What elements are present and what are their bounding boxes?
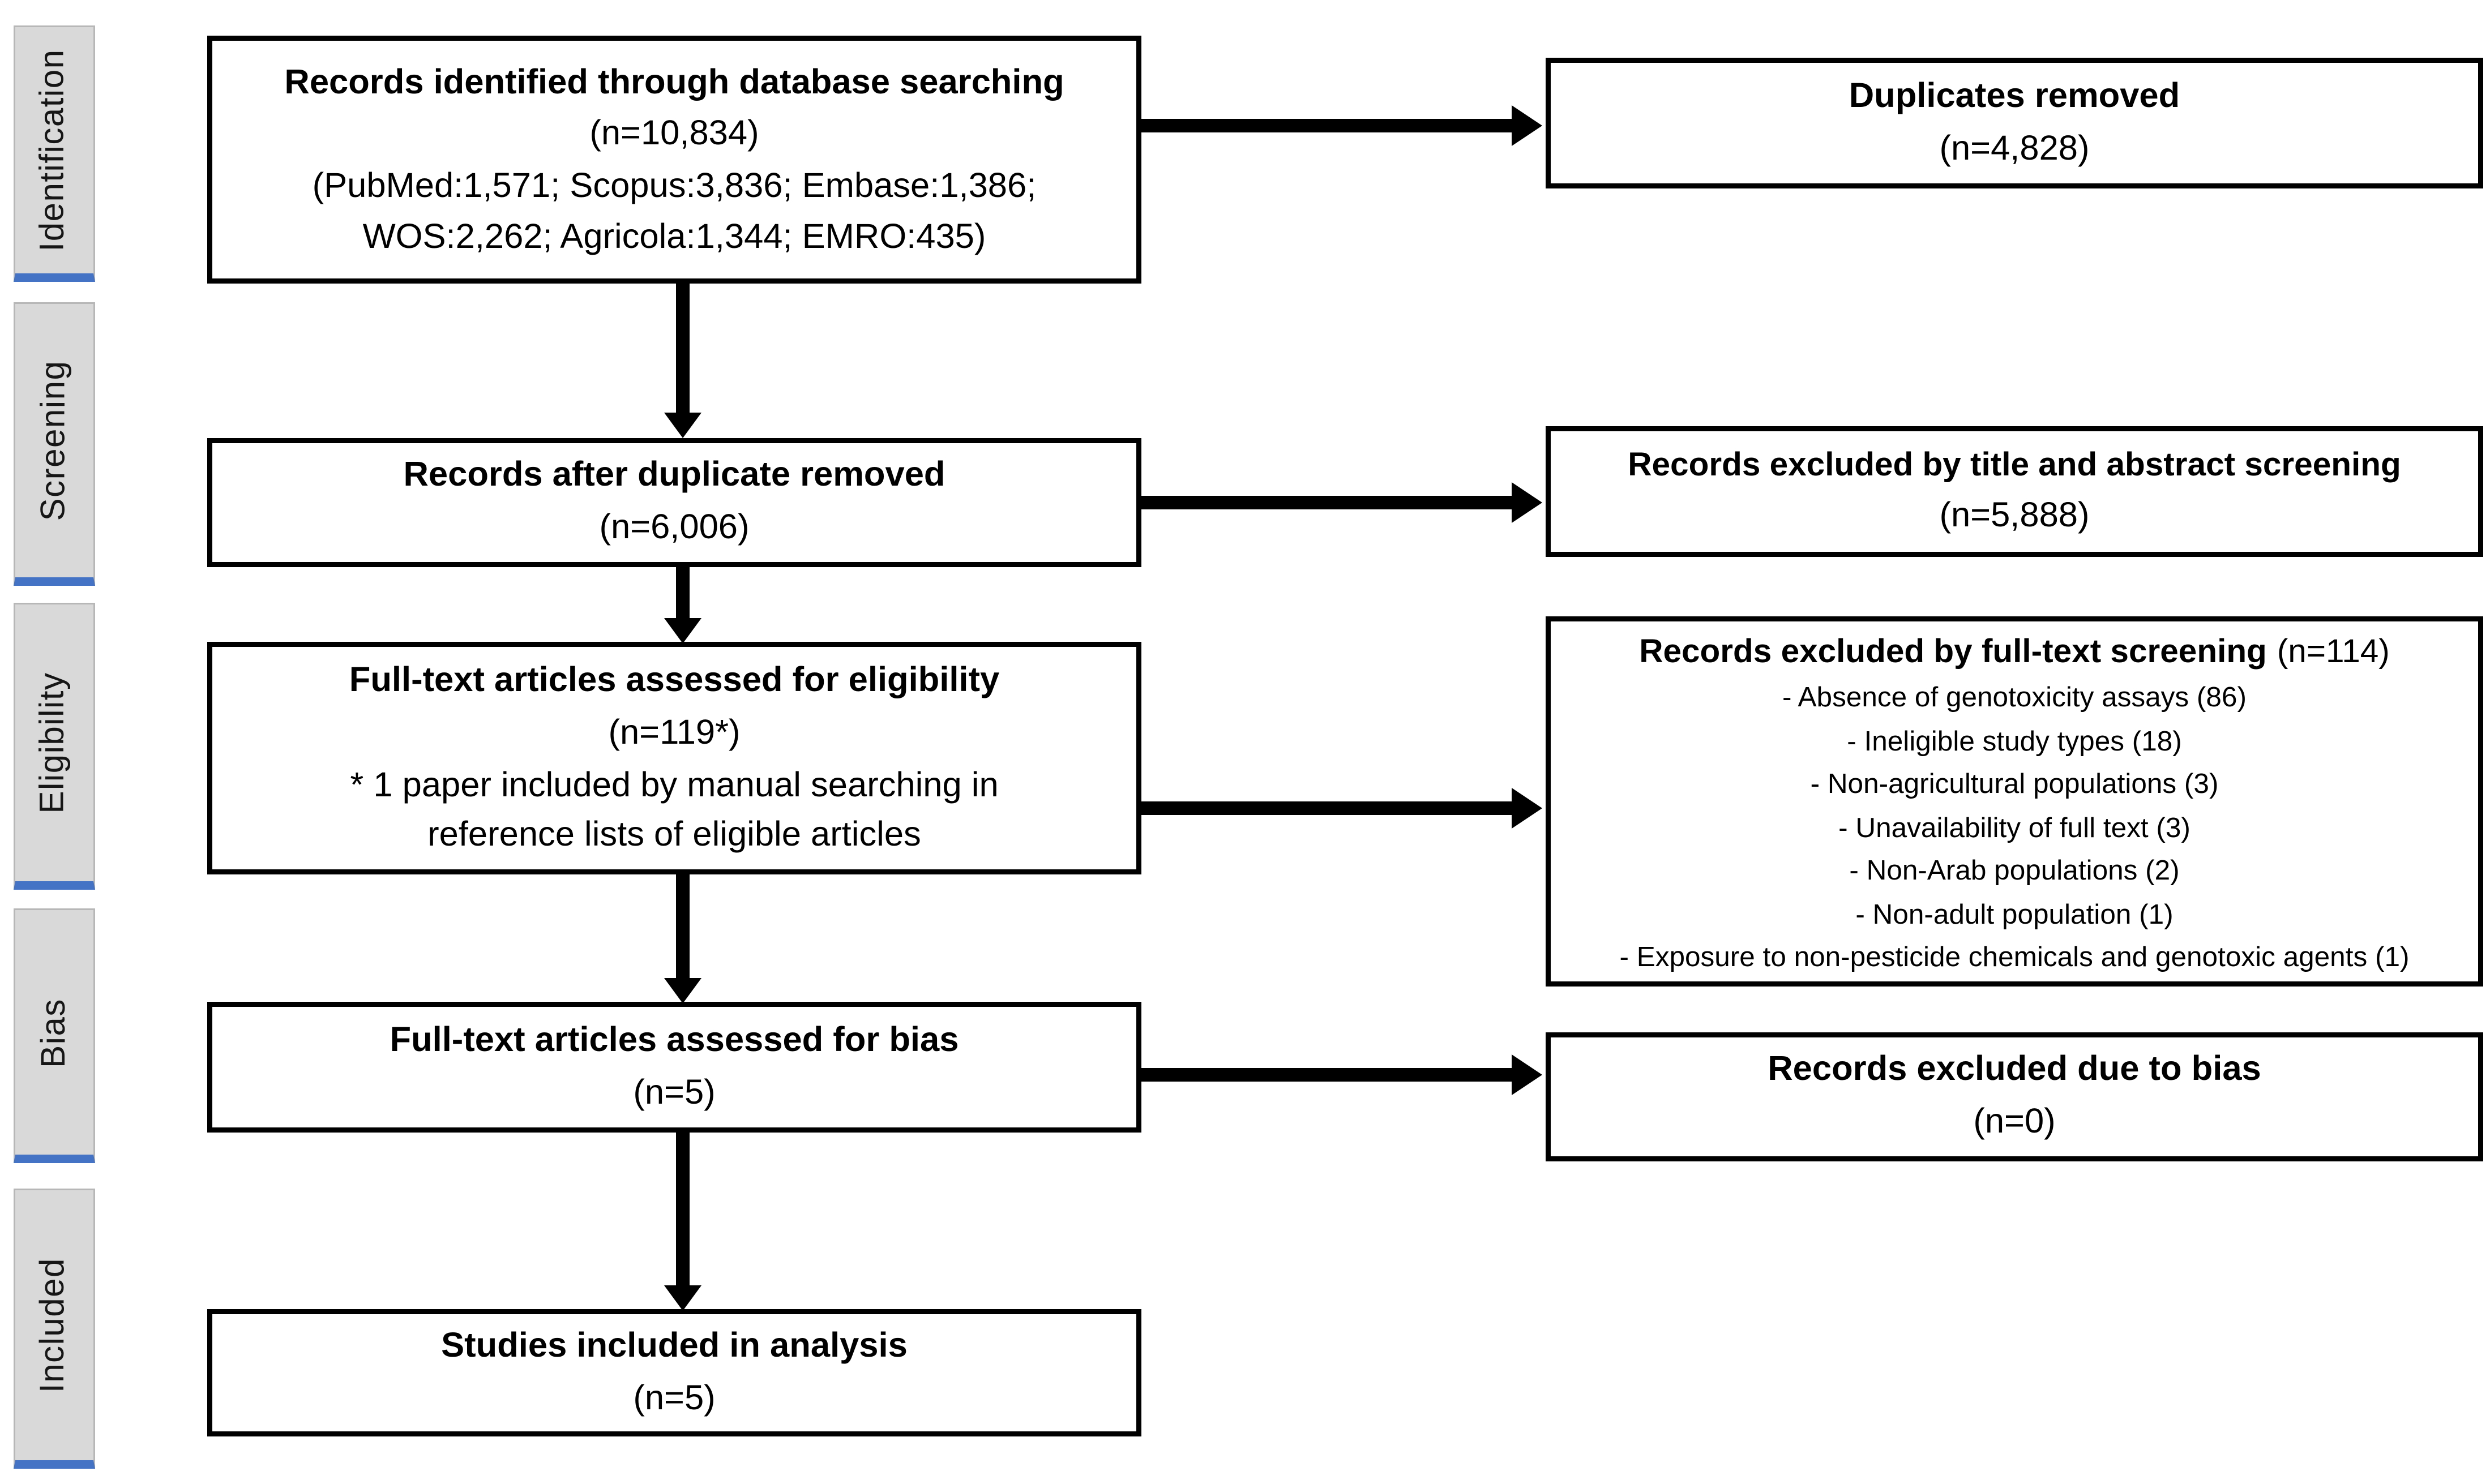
- sidebar-stage-bias: Bias: [14, 908, 95, 1163]
- sidebar-stage-label: Included: [35, 1258, 72, 1393]
- exclusion-reason: - Non-adult population (1): [1855, 899, 2174, 930]
- box-excluded-bias: Records excluded due to bias (n=0): [1546, 1032, 2483, 1161]
- arrow-down-head: [664, 413, 701, 438]
- box-count: (n=0): [1973, 1102, 2056, 1141]
- sidebar-stage-label: Identification: [35, 49, 72, 252]
- box-count: (n=5,888): [1939, 495, 2090, 535]
- arrow-down-bias-to-included: [676, 1133, 690, 1285]
- box-records-after-duplicates: Records after duplicate removed (n=6,006…: [207, 438, 1141, 567]
- exclusion-reason: - Absence of genotoxicity assays (86): [1782, 683, 2247, 714]
- box-count: (n=5): [633, 1072, 716, 1112]
- box-title: Studies included in analysis: [441, 1326, 908, 1365]
- box-footnote: * 1 paper included by manual searching i…: [350, 765, 999, 855]
- box-title: Records excluded due to bias: [1768, 1049, 2261, 1089]
- exclusion-reason: - Non-Arab populations (2): [1849, 856, 2180, 887]
- box-count: (n=119*): [608, 713, 741, 752]
- box-excluded-fulltext: Records excluded by full-text screening (…: [1546, 616, 2483, 987]
- box-count: (n=5): [633, 1378, 716, 1417]
- box-title: Full-text articles assessed for eligibil…: [349, 660, 1000, 700]
- sidebar-stage-screening: Screening: [14, 302, 95, 586]
- box-title: Records excluded by full-text screening (…: [1639, 628, 2390, 678]
- box-count: (n=10,834): [589, 114, 759, 153]
- exclusion-reason: - Ineligible study types (18): [1847, 726, 2182, 757]
- box-title: Duplicates removed: [1849, 76, 2180, 115]
- sidebar-stage-identification: Identification: [14, 25, 95, 282]
- box-count: (n=6,006): [599, 508, 750, 547]
- arrow-down-identified-to-deduplicated: [676, 284, 690, 413]
- box-count-inline: (n=114): [2277, 633, 2390, 671]
- arrow-down-deduplicated-to-eligibility: [676, 567, 690, 618]
- arrow-right-head: [1512, 482, 1542, 523]
- arrow-right-head: [1512, 788, 1542, 829]
- box-duplicates-removed: Duplicates removed (n=4,828): [1546, 58, 2483, 188]
- box-count: (n=4,828): [1939, 128, 2090, 168]
- box-database-breakdown: (PubMed:1,571; Scopus:3,836; Embase:1,38…: [312, 166, 1037, 256]
- arrow-right-head: [1512, 1054, 1542, 1095]
- box-title: Records after duplicate removed: [403, 455, 945, 495]
- sidebar-stage-eligibility: Eligibility: [14, 603, 95, 890]
- arrow-down-eligibility-to-bias: [676, 874, 690, 978]
- box-excluded-title-abstract: Records excluded by title and abstract s…: [1546, 426, 2483, 557]
- sidebar-stage-label: Bias: [35, 997, 72, 1067]
- arrow-right-head: [1512, 105, 1542, 146]
- sidebar-stage-included: Included: [14, 1189, 95, 1469]
- box-fulltext-bias: Full-text articles assessed for bias (n=…: [207, 1002, 1141, 1133]
- box-title: Full-text articles assessed for bias: [390, 1020, 959, 1060]
- arrow-down-head: [664, 618, 701, 644]
- exclusion-reason: - Non-agricultural populations (3): [1810, 769, 2219, 800]
- box-title-text: Records excluded by full-text screening: [1639, 633, 2267, 671]
- arrow-right-to-fulltext-excluded: [1141, 801, 1512, 815]
- sidebar-stage-label: Screening: [35, 360, 72, 521]
- box-title: Records excluded by title and abstract s…: [1628, 445, 2401, 483]
- box-title: Records identified through database sear…: [284, 62, 1064, 101]
- arrow-right-to-bias-excluded: [1141, 1068, 1512, 1082]
- sidebar-stage-label: Eligibility: [35, 672, 72, 814]
- arrow-right-to-duplicates-removed: [1141, 119, 1512, 132]
- box-fulltext-eligibility: Full-text articles assessed for eligibil…: [207, 642, 1141, 874]
- box-records-identified: Records identified through database sear…: [207, 36, 1141, 284]
- exclusion-reason: - Unavailability of full text (3): [1838, 813, 2190, 844]
- arrow-down-head: [664, 1285, 701, 1311]
- exclusion-reason: - Exposure to non-pesticide chemicals an…: [1619, 942, 2410, 973]
- arrow-right-to-title-abstract-excluded: [1141, 496, 1512, 509]
- box-studies-included: Studies included in analysis (n=5): [207, 1309, 1141, 1436]
- arrow-down-head: [664, 978, 701, 1003]
